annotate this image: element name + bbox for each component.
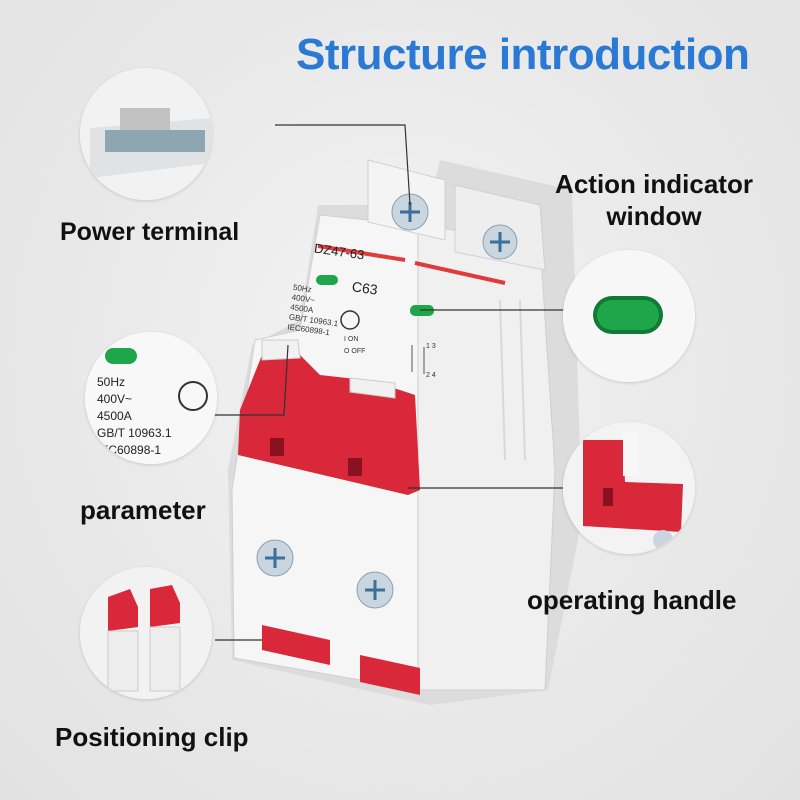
label-positioning-clip: Positioning clip — [55, 722, 249, 752]
handle-top-left — [261, 339, 301, 361]
zoom-parameter-specs: 50Hz 400V~ 4500A GB/T 10963.1 IEC60898-1 — [97, 374, 172, 459]
page-title: Structure introduction — [296, 30, 750, 79]
callout-line-power — [275, 124, 411, 206]
ccc-mark — [340, 310, 360, 330]
zoom-action-indicator — [563, 250, 695, 382]
zoom-spec-line: 400V~ — [97, 392, 133, 406]
label-action-indicator-line1: Action indicator — [555, 169, 753, 199]
handle-slot-left — [270, 438, 284, 456]
terminal-marks: 1 3 — [426, 343, 436, 350]
zoom-spec-line: IEC60898-1 — [97, 443, 162, 457]
on-label: I ON — [344, 336, 359, 343]
side-rib-1 — [519, 299, 526, 461]
top-screw-right — [482, 224, 518, 260]
red-stripe-left — [317, 244, 406, 262]
bottom-clip-left — [262, 625, 330, 665]
label-parameter: parameter — [80, 495, 206, 525]
side-rib-2 — [499, 299, 506, 461]
zoom-parameter: 50Hz 400V~ 4500A GB/T 10963.1 IEC60898-1 — [85, 332, 217, 464]
terminal-marks-bottom: 2 4 — [426, 372, 436, 379]
label-action-indicator-line2: window — [606, 201, 702, 231]
off-label: O OFF — [344, 348, 366, 355]
red-stripe-right — [414, 261, 506, 285]
bottom-clip-right — [360, 655, 420, 695]
breaker-rating: C63 — [351, 278, 379, 298]
label-power-terminal: Power terminal — [60, 218, 240, 246]
zoom-power-terminal — [80, 68, 212, 200]
circuit-symbol — [411, 345, 425, 374]
zoom-spec-line: GB/T 10963.1 — [97, 426, 172, 440]
top-screw-left — [391, 193, 429, 231]
handle-slot-right — [348, 458, 362, 476]
zoom-spec-line: 4500A — [97, 409, 132, 423]
bottom-screw-right — [356, 571, 394, 609]
handle-top-right — [349, 377, 396, 399]
zoom-spec-line: 50Hz — [97, 375, 126, 389]
indicator-left — [316, 275, 338, 285]
label-operating-handle: operating handle — [527, 585, 737, 615]
zoom-positioning-clip — [80, 567, 212, 699]
breaker-specs: 50Hz 400V~ 4500A GB/T 10963.1 IEC60898-1 — [287, 283, 343, 339]
bottom-screw-left — [256, 539, 294, 577]
breaker-body-right — [417, 224, 556, 691]
label-action-indicator: Action indicator window — [546, 168, 762, 232]
zoom-operating-handle — [563, 422, 695, 554]
